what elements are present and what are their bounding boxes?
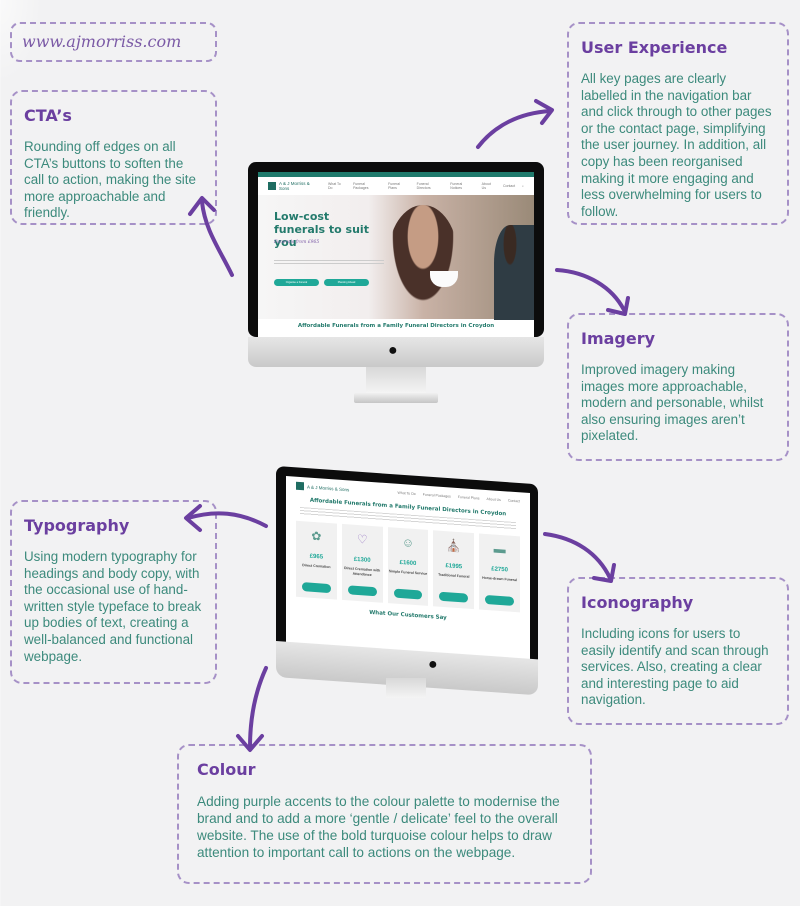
colour-title: Colour <box>197 760 256 779</box>
nav-item: Funeral Packages <box>353 182 369 190</box>
planning-ahead-button: Planning Ahead <box>324 279 369 286</box>
user-experience-title: User Experience <box>581 38 728 57</box>
flowers-icon: ✿ <box>311 528 322 544</box>
iconography-annotation: Iconography Including icons for users to… <box>567 577 789 725</box>
user-experience-annotation: User Experience All key pages are clearl… <box>567 22 789 225</box>
typography-body: Using modern typography for headings and… <box>24 549 202 664</box>
nav-item: Funeral Directors <box>416 182 431 190</box>
package-card: ✿ £965 Direct Cremation <box>296 520 337 600</box>
site-logo: A & J Morriss & Sons <box>268 181 321 191</box>
website-url-label: www.ajmorriss.com <box>10 22 217 62</box>
arrow-to-iconography-icon <box>543 532 616 583</box>
cta-body: Rounding off edges on all CTA’s buttons … <box>24 139 196 221</box>
heart-hands-icon: ♡ <box>356 531 368 547</box>
arrow-to-imagery-icon <box>555 268 630 316</box>
apple-logo-icon: ● <box>388 342 398 359</box>
iconography-body: Including icons for users to easily iden… <box>581 626 769 708</box>
package-card: ⛪ £1995 Traditional Funeral <box>433 530 475 610</box>
organise-funeral-button: Organise a Funeral <box>274 279 319 286</box>
homepage-screen: A & J Morriss & Sons What To Do Funeral … <box>258 172 534 337</box>
packages-screen: A & J Morriss & Sons What To Do Funeral … <box>286 476 530 666</box>
imagery-annotation: Imagery Improved imagery making images m… <box>567 313 789 461</box>
hero-section: Low-cost funerals to suit you Funerals f… <box>258 195 534 320</box>
search-icon: ⌕ <box>522 184 525 188</box>
arrow-to-colour-icon <box>236 666 268 752</box>
typography-title: Typography <box>24 516 130 535</box>
monitor-homepage-mockup: A & J Morriss & Sons What To Do Funeral … <box>248 162 544 408</box>
hero-title: Low-cost funerals to suit you <box>274 210 369 249</box>
person-icon: ☺ <box>401 535 415 550</box>
imagery-title: Imagery <box>581 329 656 348</box>
cta-title: CTA’s <box>24 106 72 125</box>
nav-item: What To Do <box>327 182 341 190</box>
chapel-icon: ⛪ <box>446 538 462 554</box>
cta-annotation: CTA’s Rounding off edges on all CTA’s bu… <box>10 90 217 225</box>
monitor-packages-mockup: A & J Morriss & Sons What To Do Funeral … <box>276 466 546 716</box>
apple-logo-icon-2: ● <box>428 656 438 673</box>
hero-script-text: Funerals from £965 <box>274 240 320 245</box>
arrow-to-cta-icon <box>188 196 234 277</box>
colour-annotation: Colour Adding purple accents to the colo… <box>177 744 592 884</box>
typography-annotation: Typography Using modern typography for h… <box>10 500 217 684</box>
imagery-body: Improved imagery making images more appr… <box>581 362 764 444</box>
section-title: Affordable Funerals from a Family Funera… <box>297 323 495 329</box>
site-logo-2: A & J Morriss & Sons <box>296 481 349 494</box>
hero-photo-woman <box>388 205 458 310</box>
nav-item: About Us <box>481 182 491 190</box>
arrow-to-typography-icon <box>184 504 268 532</box>
package-card: ▬ £2750 Horse-drawn Funeral <box>479 533 520 613</box>
iconography-title: Iconography <box>581 593 694 612</box>
package-card: ♡ £1300 Direct Cremation with Attendance <box>341 523 383 603</box>
nav-item: Contact <box>502 184 516 188</box>
nav-item: Funeral Plans <box>388 182 400 190</box>
user-experience-body: All key pages are clearly labelled in th… <box>581 71 772 219</box>
nav-item: Funeral Notices <box>450 182 463 190</box>
colour-body: Adding purple accents to the colour pale… <box>197 794 560 860</box>
package-card: ☺ £1600 Simple Funeral Service <box>387 527 429 606</box>
arrow-to-user-experience-icon <box>476 99 554 149</box>
hearse-icon: ▬ <box>493 541 506 557</box>
site-nav: A & J Morriss & Sons What To Do Funeral … <box>258 177 534 195</box>
